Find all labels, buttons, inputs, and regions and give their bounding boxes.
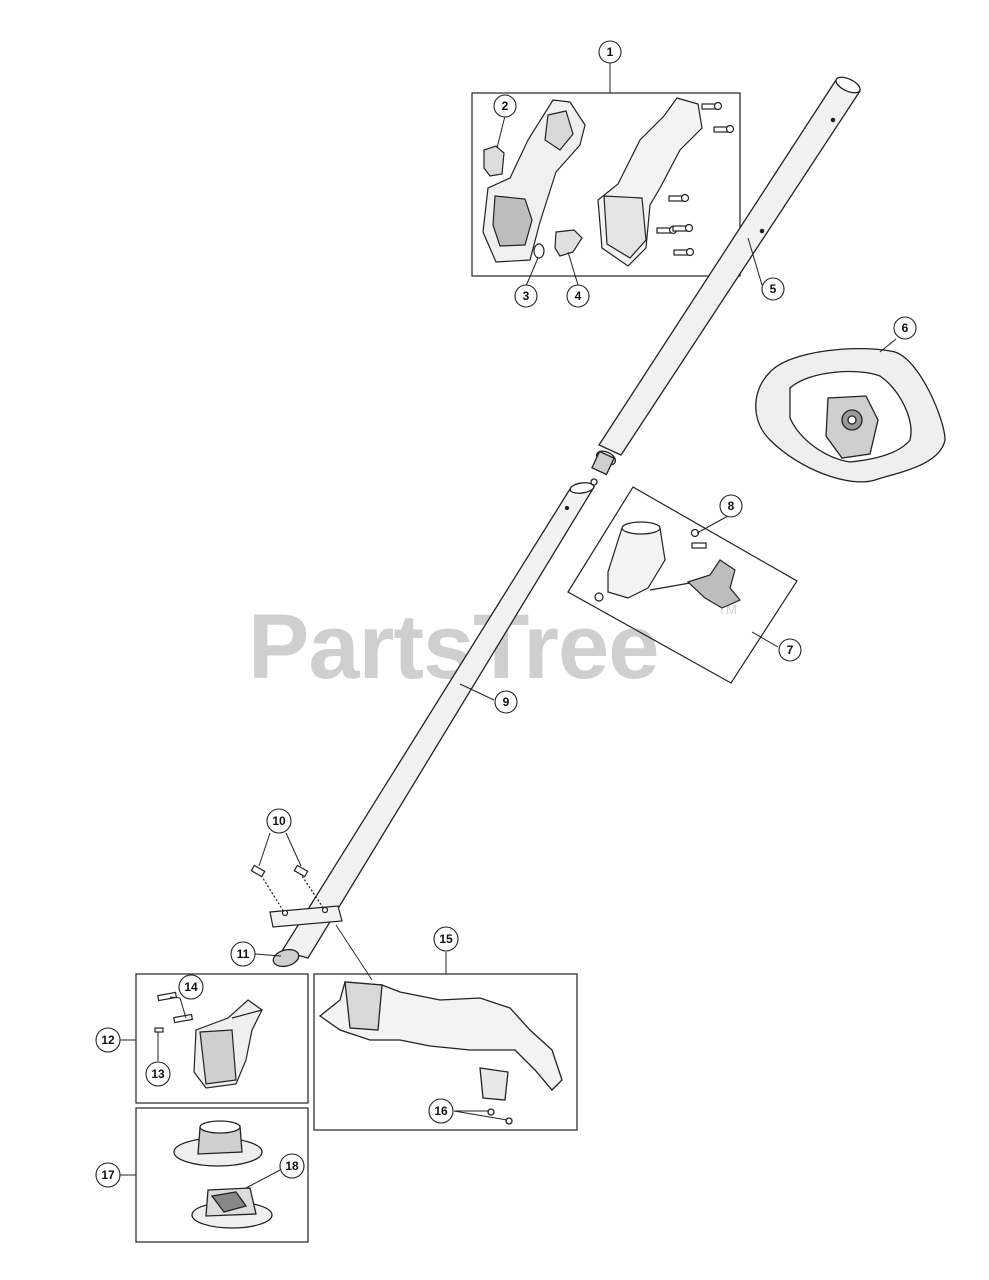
assist-handle [755,348,946,483]
callout-13: 13 [145,1061,171,1087]
callout-18: 18 [279,1153,305,1179]
callout-10: 10 [266,808,292,834]
svg-text:10: 10 [272,814,286,828]
box-gear-head [135,973,309,1104]
callout-1: 1 [598,40,622,64]
box-coupler-kit [567,486,798,684]
callout-7: 7 [778,638,802,662]
callout-2: 2 [493,94,517,118]
box-handle-assembly [471,92,741,277]
callouts: 1 2 3 4 5 6 7 8 9 10 11 12 13 14 15 16 1… [95,40,917,1188]
callout-11: 11 [230,941,256,967]
callout-3: 3 [514,284,538,308]
svg-text:7: 7 [787,643,794,657]
svg-text:14: 14 [184,980,198,994]
gear-head-parts [154,991,263,1089]
svg-text:13: 13 [151,1067,165,1081]
shaft-clamp [250,864,373,981]
svg-text:5: 5 [770,282,777,296]
leader-lines [120,63,897,1189]
svg-text:11: 11 [237,947,250,961]
svg-text:18: 18 [285,1159,299,1173]
callout-15: 15 [433,926,459,952]
svg-text:3: 3 [523,289,530,303]
svg-text:15: 15 [439,932,453,946]
svg-text:2: 2 [502,99,509,113]
callout-14: 14 [178,974,204,1000]
trimmer-head-parts [173,1120,273,1229]
coupler-parts [594,521,741,609]
svg-text:12: 12 [101,1033,115,1047]
handle-parts [482,97,735,267]
callout-17: 17 [95,1162,121,1188]
callout-4: 4 [566,284,590,308]
callout-16: 16 [428,1098,454,1124]
lower-shaft [272,478,598,968]
svg-text:6: 6 [902,321,909,335]
svg-text:9: 9 [503,695,510,709]
callout-8: 8 [719,494,743,518]
svg-text:4: 4 [575,289,582,303]
upper-shaft [591,76,861,476]
svg-text:17: 17 [101,1168,115,1182]
callout-5: 5 [761,277,785,301]
callout-6: 6 [893,316,917,340]
svg-text:8: 8 [728,499,735,513]
shield-parts [318,981,563,1125]
svg-text:1: 1 [607,45,614,59]
svg-text:16: 16 [434,1104,448,1118]
callout-9: 9 [494,690,518,714]
callout-12: 12 [95,1027,121,1053]
